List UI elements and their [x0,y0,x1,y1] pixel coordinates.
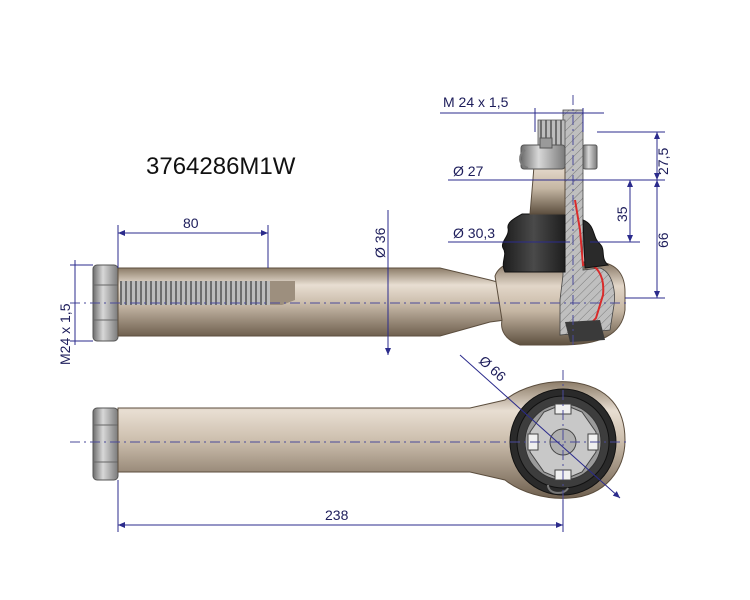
dim-thread-top: M 24 x 1,5 [440,94,604,132]
side-view [92,109,626,346]
dim-stud-diameter-1-label: Ø 27 [453,163,484,179]
dim-height-small-label: 27,5 [655,148,671,175]
dim-height-mid-label: 35 [614,206,630,222]
dim-stud-diameter-2-label: Ø 30,3 [453,225,495,241]
dim-height-total: 66 [625,180,671,299]
dim-stud-diameter-2: Ø 30,3 [448,225,570,243]
dim-height-small: 27,5 [597,131,671,181]
section-hatch [559,109,615,336]
plan-view [92,381,626,499]
part-number: 3764286M1W [146,153,296,180]
dim-thread-length: 80 [117,215,269,268]
dim-thread-top-label: M 24 x 1,5 [443,94,509,110]
jam-nut-plan [92,407,119,481]
dim-overall-length: 238 [117,480,564,532]
castle-nut [520,144,566,170]
shank-plan [117,381,626,499]
dim-overall-length-label: 238 [325,507,349,523]
dim-stud-diameter-1: Ø 27 [448,163,600,181]
rubber-boot [501,213,566,273]
dim-shank-diameter-label: Ø 36 [372,227,388,258]
dim-height-total-label: 66 [655,232,671,248]
dim-thread-side-label: M24 x 1,5 [57,303,73,365]
dim-thread-side: M24 x 1,5 [57,260,93,365]
internal-thread [120,281,270,305]
dim-shank-diameter: Ø 36 [372,210,391,355]
dim-thread-length-label: 80 [183,215,199,231]
dim-eye-diameter-label: Ø 66 [476,352,509,384]
dim-height-mid: 35 [590,180,640,243]
section-cut-line [567,199,605,334]
